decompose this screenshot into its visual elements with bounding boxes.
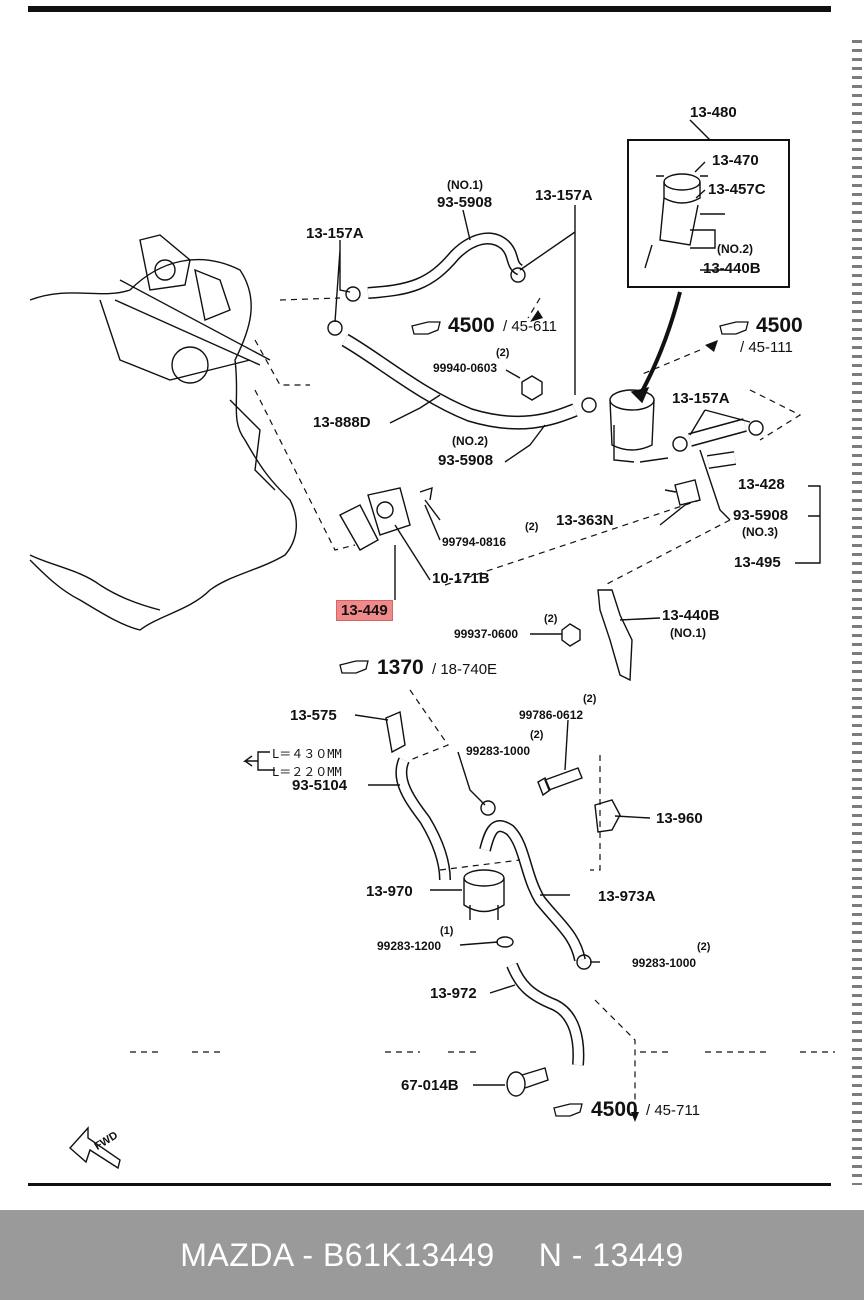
callout-99937-0600: 99937-0600 xyxy=(454,627,519,641)
callout-99786-0612: 99786-0612 xyxy=(519,708,584,722)
catalog-number: N - 13449 xyxy=(538,1236,684,1273)
callout-13-960: 13-960 xyxy=(656,810,703,827)
footer-bar: MAZDA - B61K13449 N - 13449 xyxy=(0,1210,864,1300)
callout-13-157a-c: 13-157A xyxy=(672,390,730,407)
callout-no3: (NO.3) xyxy=(742,525,778,539)
qty-2-e: (2) xyxy=(530,729,544,741)
qty-2-c: (2) xyxy=(544,613,558,625)
ref-4500-b-page: / 45-111 xyxy=(740,339,793,356)
callout-13-363n: 13-363N xyxy=(556,512,614,529)
callout-13-495: 13-495 xyxy=(734,554,781,571)
callout-13-157a-b: 13-157A xyxy=(306,225,364,242)
footer-caption: MAZDA - B61K13449 N - 13449 xyxy=(0,1210,864,1300)
callout-13-428: 13-428 xyxy=(738,476,785,493)
callout-no2-b: (NO.2) xyxy=(452,434,488,448)
callout-13-970: 13-970 xyxy=(366,883,413,900)
diagram-drawing xyxy=(29,119,835,1170)
callout-13-440b-b: 13-440B xyxy=(662,607,720,624)
callout-67-014b: 67-014B xyxy=(401,1077,459,1094)
callout-13-888d: 13-888D xyxy=(313,414,371,431)
callout-13-440b-a: 13-440B xyxy=(703,260,761,277)
callout-99283-1200: 99283-1200 xyxy=(377,939,442,953)
callout-13-470: 13-470 xyxy=(712,152,759,169)
callout-no2-a: (NO.2) xyxy=(717,242,753,256)
ref-1370-page: / 18-740E xyxy=(432,661,498,678)
callout-10-171b: 10-171B xyxy=(432,570,490,587)
callout-93-5908-a: 93-5908 xyxy=(437,194,493,211)
ref-1370[interactable]: 1370 xyxy=(377,656,424,679)
parts-diagram: 13-480 13-470 13-457C (NO.2) 13-440B (NO… xyxy=(28,6,862,1186)
ref-4500-b[interactable]: 4500 xyxy=(756,314,803,337)
callout-no1-a: (NO.1) xyxy=(447,178,483,192)
callout-93-5104: 93-5104 xyxy=(292,777,348,794)
callout-13-972: 13-972 xyxy=(430,985,477,1002)
length-note-430: L＝４３０MM xyxy=(272,747,342,761)
hand-pointer-icon xyxy=(339,321,749,1117)
qty-2-a: (2) xyxy=(496,347,510,359)
callout-13-575: 13-575 xyxy=(290,707,337,724)
callout-99283-1000-b: 99283-1000 xyxy=(632,956,697,970)
callout-99794-0816: 99794-0816 xyxy=(442,535,507,549)
callout-13-457c: 13-457C xyxy=(708,181,766,198)
callout-13-480: 13-480 xyxy=(690,104,737,121)
ref-4500-a[interactable]: 4500 xyxy=(448,314,495,337)
callout-99940-0603: 99940-0603 xyxy=(433,361,498,375)
brand-part-number: MAZDA - B61K13449 xyxy=(180,1236,495,1273)
qty-2-f: (2) xyxy=(697,941,711,953)
qty-1: (1) xyxy=(440,925,454,937)
top-border xyxy=(28,6,831,12)
callout-93-5908-c: 93-5908 xyxy=(733,507,789,524)
callout-93-5908-b: 93-5908 xyxy=(438,452,494,469)
callout-13-973a: 13-973A xyxy=(598,888,656,905)
length-note-220: L＝２２０MM xyxy=(272,765,342,779)
qty-2-d: (2) xyxy=(583,693,597,705)
qty-2-b: (2) xyxy=(525,521,539,533)
callout-13-449-highlighted[interactable]: 13-449 xyxy=(336,600,393,621)
ref-4500-a-page: / 45-611 xyxy=(503,318,557,335)
callout-99283-1000-a: 99283-1000 xyxy=(466,744,531,758)
ref-4500-c[interactable]: 4500 xyxy=(591,1098,638,1121)
callout-13-157a-a: 13-157A xyxy=(535,187,593,204)
bottom-border xyxy=(28,1183,831,1186)
ref-4500-c-page: / 45-711 xyxy=(646,1102,700,1119)
scan-edge xyxy=(852,40,862,1185)
callout-no1-b: (NO.1) xyxy=(670,626,706,640)
